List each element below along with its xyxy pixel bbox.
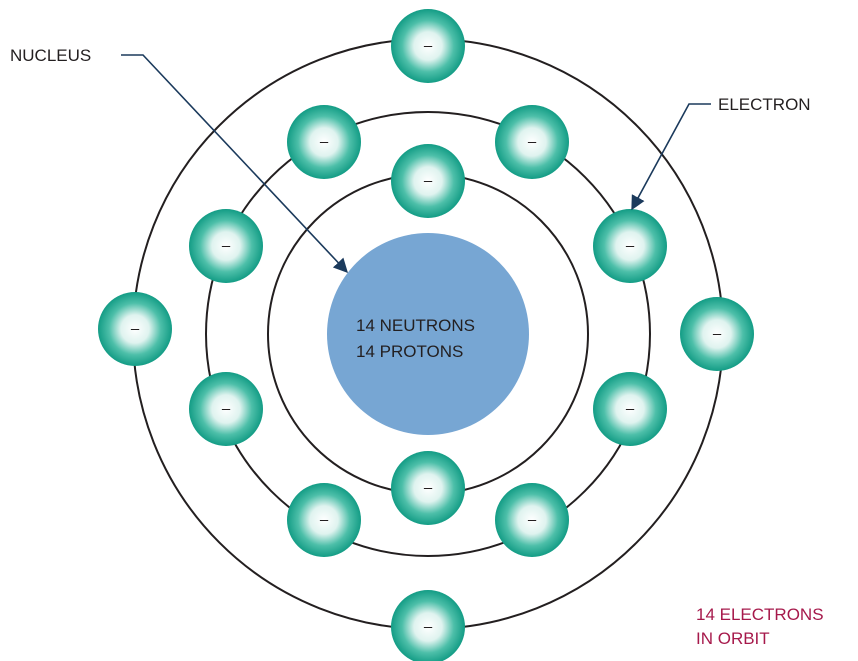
electron-charge-sign: – [528,512,537,529]
electron-charge-sign: – [320,512,329,529]
electron-sphere [593,209,667,283]
electron-sphere [189,372,263,446]
electron: – [189,372,263,446]
electron: – [495,105,569,179]
electron-charge-sign: – [222,401,231,418]
electron: – [98,292,172,366]
electron-count-note-line2: IN ORBIT [696,629,770,648]
electron-charge-sign: – [424,173,433,190]
nucleus-neutrons-label: 14 NEUTRONS [356,316,475,335]
electron-charge-sign: – [424,619,433,636]
electron-label: ELECTRON [718,95,811,114]
nucleus-label: NUCLEUS [10,46,91,65]
electron: – [189,209,263,283]
electron: – [391,9,465,83]
electron-count-note: 14 ELECTRONS [696,605,824,624]
electron-sphere [98,292,172,366]
middle-orbit [205,111,651,557]
electron-sphere [391,590,465,661]
electron-charge-sign: – [424,480,433,497]
electron-charge-sign: – [626,238,635,255]
electron-sphere [391,9,465,83]
electron-charge-sign: – [131,321,140,338]
electron-leader-line [631,103,711,211]
electron-charge-sign: – [320,134,329,151]
electron-sphere [391,451,465,525]
electron-charge-sign: – [626,401,635,418]
electron: – [680,297,754,371]
electron: – [495,483,569,557]
electron: – [287,483,361,557]
electron-sphere [680,297,754,371]
electron-sphere [287,483,361,557]
nucleus-sphere [327,233,529,435]
electron-charge-sign: – [713,326,722,343]
electron-charge-sign: – [222,238,231,255]
electron: – [593,372,667,446]
nucleus-protons-label: 14 PROTONS [356,342,463,361]
electron-sphere [593,372,667,446]
electron: – [287,105,361,179]
electron-charge-sign: – [528,134,537,151]
electron-sphere [391,144,465,218]
electron: – [391,590,465,661]
electron-charge-sign: – [424,38,433,55]
electron-sphere [495,105,569,179]
electron: – [391,451,465,525]
electron: – [391,144,465,218]
electron-sphere [287,105,361,179]
nucleus: 14 NEUTRONS 14 PROTONS [327,233,529,435]
electron-sphere [189,209,263,283]
electron-sphere [495,483,569,557]
electron: – [593,209,667,283]
electrons: – – – – – – – – – – – – – – [98,9,754,661]
nucleus-leader-line [121,54,348,274]
